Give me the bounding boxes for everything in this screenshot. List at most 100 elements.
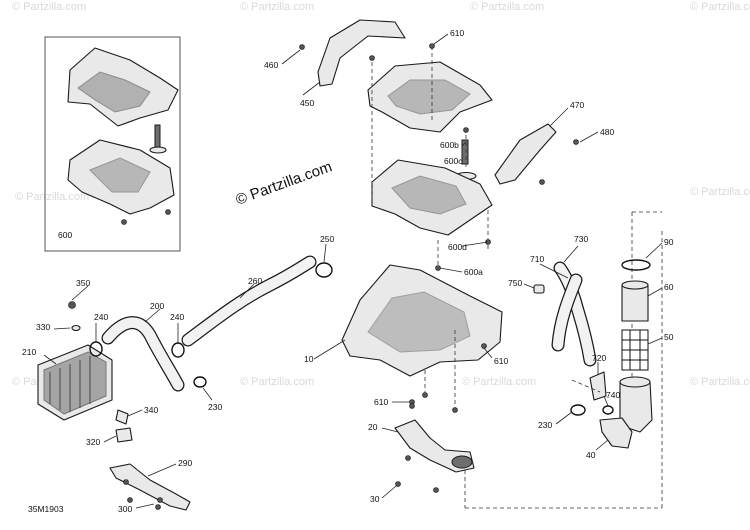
- frame-body: [341, 264, 503, 377]
- callout-label: 600c: [444, 156, 463, 166]
- partzilla-brand: © Partzilla.com: [234, 158, 335, 209]
- callout-label: 50: [664, 332, 674, 342]
- screw-icon: [452, 407, 458, 413]
- assembly-line: [571, 379, 601, 393]
- washer-icon: [71, 324, 81, 332]
- main-frame-10: [341, 264, 503, 413]
- inset-grommet: [149, 146, 167, 154]
- airbox-cover: [367, 61, 493, 133]
- inset-frame: [44, 36, 181, 252]
- frame-shade: [367, 291, 471, 353]
- air-deflector-470: [494, 123, 557, 185]
- watermark: © Partzilla.com: [470, 1, 544, 13]
- intercooler-210: [37, 301, 133, 443]
- leader-line: [523, 283, 535, 289]
- hose-710: [552, 274, 582, 351]
- leader-line: [323, 243, 327, 263]
- callout-label: 200: [150, 301, 164, 311]
- screw-icon: [123, 479, 129, 485]
- callout-label: 90: [664, 237, 674, 247]
- leader-line: [53, 327, 71, 330]
- clamp-icon: [602, 405, 614, 415]
- leader-line: [202, 387, 213, 401]
- callout-label: 240: [170, 312, 184, 322]
- callout-label: 60: [664, 282, 674, 292]
- callout-label: 610: [374, 397, 388, 407]
- leader-line: [539, 263, 569, 279]
- leader-line: [147, 463, 177, 477]
- callout-label: 350: [76, 278, 90, 288]
- leader-line: [579, 131, 599, 143]
- screw-icon: [409, 403, 415, 409]
- leader-line: [281, 49, 301, 65]
- upper-airbox-assembly: [299, 19, 579, 271]
- leader-line: [461, 241, 489, 247]
- callout-label: 340: [144, 405, 158, 415]
- screw-icon: [155, 504, 161, 510]
- leader-line: [645, 242, 663, 259]
- callout-label: 30: [370, 494, 380, 504]
- leader-line: [103, 435, 117, 443]
- bolt-icon: [68, 301, 76, 309]
- spring: [461, 139, 469, 165]
- callout-label: 240: [94, 312, 108, 322]
- inset-base-shade: [89, 157, 151, 193]
- watermark: © Partzilla.com: [690, 1, 750, 13]
- watermark: © Partzilla.com: [12, 1, 86, 13]
- callout-label: 710: [530, 254, 544, 264]
- cap-750: [533, 284, 545, 294]
- screw-icon: [481, 343, 487, 349]
- inset-spring: [154, 124, 161, 148]
- callout-label: 300: [118, 504, 132, 514]
- screw-icon: [539, 179, 545, 185]
- leader-line: [71, 285, 89, 301]
- callout-label: 610: [450, 28, 464, 38]
- screw-icon: [463, 127, 469, 133]
- callout-label: 600a: [464, 267, 483, 277]
- bracket-body: [109, 463, 191, 511]
- intake-duct-450: [317, 19, 406, 87]
- callout-label: 230: [538, 420, 552, 430]
- screw-icon: [121, 219, 127, 225]
- screw-icon: [422, 392, 428, 398]
- bracket-320: [115, 427, 133, 443]
- screw-icon: [299, 44, 305, 50]
- leader-line: [433, 33, 449, 45]
- callout-label: 40: [586, 450, 596, 460]
- hose-200: [102, 317, 184, 391]
- callout-label: 450: [300, 98, 314, 108]
- screw-icon: [127, 497, 133, 503]
- intake-hoses: [89, 255, 333, 392]
- leader-line: [549, 107, 569, 127]
- leader-line: [381, 485, 397, 499]
- elbow-40: [599, 417, 633, 449]
- leader-line: [647, 337, 663, 345]
- hose-260: [182, 256, 316, 346]
- leader-line: [144, 308, 161, 323]
- callout-label: 20: [368, 422, 378, 432]
- airbox-cover-shade: [387, 79, 471, 115]
- leader-line: [439, 267, 463, 273]
- leader-line: [127, 409, 143, 417]
- lower-duct-20: [394, 230, 663, 509]
- callout-label: 230: [208, 402, 222, 412]
- leader-line: [43, 354, 57, 365]
- watermark: © Partzilla.com: [240, 376, 314, 388]
- callout-label: 320: [86, 437, 100, 447]
- callout-label: 480: [600, 127, 614, 137]
- diagram-code: 35M1903: [28, 504, 64, 514]
- screw-icon: [429, 43, 435, 49]
- callout-labels: 610 460 450 470 480 600b 600c 600d 600a …: [22, 28, 674, 514]
- screw-icon: [369, 55, 375, 61]
- clamp-icon: [315, 262, 333, 278]
- leader-lines: [43, 33, 663, 509]
- watermark: © Partzilla.com: [15, 191, 89, 203]
- leader-line: [555, 411, 573, 425]
- leader-line: [135, 503, 155, 509]
- housing-rim: [619, 376, 651, 388]
- callout-label: 720: [592, 353, 606, 363]
- screw-icon: [395, 481, 401, 487]
- watermark: © Partzilla.com: [240, 1, 314, 13]
- callout-label: 290: [178, 458, 192, 468]
